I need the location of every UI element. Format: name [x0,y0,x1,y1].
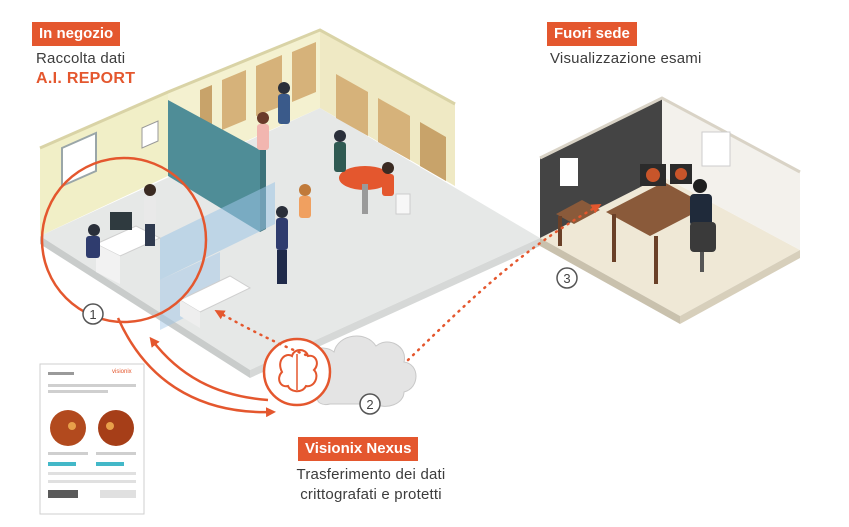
upload-curve [116,317,276,418]
eye-chart [141,120,159,149]
store-tag: In negozio [32,22,121,46]
cloud-tag: Visionix Nexus [298,437,419,461]
cloud-line-1: Trasferimento dei dati [296,466,446,483]
consultation-table [339,166,391,190]
remote-room [539,96,801,324]
remote-floor [540,176,800,316]
step-2: 2 [359,393,381,415]
brain-icon [262,337,332,407]
store-floor [40,108,540,370]
store-line-1: Raccolta dati [36,50,126,67]
glass-partition [160,182,275,280]
cloud-line-2: crittografati e protetti [300,486,442,503]
remote-light-wall [662,98,800,250]
svg-text:1: 1 [89,307,96,322]
cloud-to-store-dots [214,310,308,357]
step-1: 1 [82,303,104,325]
store-room [39,28,540,378]
svg-text:2: 2 [366,397,373,412]
remote-line-1: Visualizzazione esami [550,50,702,67]
fundus-image-right [98,410,134,446]
step-3: 3 [556,267,578,289]
ai-report-document [39,363,145,515]
office-chair [690,222,716,252]
report-brand: visionix [112,369,132,375]
exam-area-highlight [40,156,208,324]
remote-dark-wall [540,98,662,238]
store-window [61,131,97,188]
remote-tag: Fuori sede [547,22,637,46]
store-line-2: A.I. REPORT [36,70,136,87]
fundus-camera [110,212,132,230]
data-flow-lines [116,204,602,418]
remote-desk [606,182,708,236]
svg-text:3: 3 [563,271,570,286]
exam-room-partition [168,100,260,232]
remote-eye-chart [560,158,578,186]
fundus-image-left [50,410,86,446]
return-curve [149,336,269,402]
store-left-wall [40,92,168,236]
bookshelf [701,131,731,167]
